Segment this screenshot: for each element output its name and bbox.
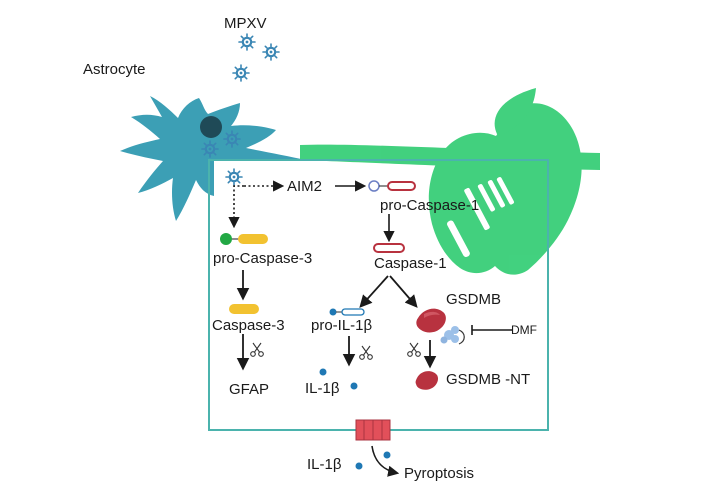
pro-il1b-glyph bbox=[329, 308, 365, 316]
il1b-outer-label: IL-1β bbox=[307, 456, 342, 473]
aim2-label: AIM2 bbox=[287, 178, 323, 195]
gfap-label: GFAP bbox=[229, 381, 270, 398]
arrow-virus-to-procaspase3 bbox=[228, 185, 244, 229]
dmf-label: DMF bbox=[511, 323, 537, 337]
pyroptosis-label: Pyroptosis bbox=[404, 465, 475, 482]
virus-icon bbox=[231, 63, 251, 83]
virus-icon bbox=[222, 129, 242, 149]
virus-icon bbox=[224, 167, 244, 187]
virus-icon bbox=[200, 139, 220, 159]
gsdmb-protein bbox=[416, 308, 446, 333]
scissors-icon bbox=[250, 342, 264, 357]
binding-arc bbox=[458, 329, 465, 345]
nucleus bbox=[200, 116, 222, 138]
mpxv-label: MPXV bbox=[224, 15, 267, 32]
scissors-icon bbox=[407, 342, 421, 357]
il1b-dot bbox=[383, 451, 391, 459]
il1b-dot bbox=[350, 382, 358, 390]
pro-caspase-1-label: pro-Caspase-1 bbox=[380, 197, 480, 214]
gsdmb-label: GSDMB bbox=[446, 291, 502, 308]
dmf-molecule bbox=[440, 326, 459, 344]
arrow-to-pyroptosis bbox=[371, 445, 400, 477]
scissors-icon bbox=[359, 345, 373, 360]
caspase-3-glyph bbox=[229, 304, 259, 314]
arrow-caspase1-to-proil1b bbox=[359, 275, 389, 308]
pro-caspase-3-glyph bbox=[220, 233, 268, 245]
gsdmb-nt-label: GSDMB -NT bbox=[446, 371, 531, 388]
virus-icon bbox=[237, 32, 257, 52]
pro-caspase-3-label: pro-Caspase-3 bbox=[213, 250, 313, 267]
pro-il1b-label: pro-IL-1β bbox=[311, 317, 373, 334]
astrocyte-label: Astrocyte bbox=[83, 61, 146, 78]
dmf-inhibition bbox=[471, 325, 512, 335]
il1b-dot bbox=[355, 462, 363, 470]
caspase-1-glyph bbox=[373, 243, 405, 253]
astrocyte-cell bbox=[120, 96, 306, 221]
apple-fork-logo-icon bbox=[300, 88, 600, 275]
virus-icon bbox=[261, 42, 281, 62]
membrane-pore bbox=[355, 419, 391, 441]
il1b-dot bbox=[319, 368, 327, 376]
il1b-inner-label: IL-1β bbox=[305, 380, 340, 397]
gsdmb-nt-fragment bbox=[415, 371, 439, 390]
caspase-3-label: Caspase-3 bbox=[212, 317, 285, 334]
caspase-1-label: Caspase-1 bbox=[374, 255, 447, 272]
arrow-caspase1-to-gsdmb bbox=[389, 275, 418, 308]
pro-caspase-1-glyph bbox=[368, 180, 416, 192]
